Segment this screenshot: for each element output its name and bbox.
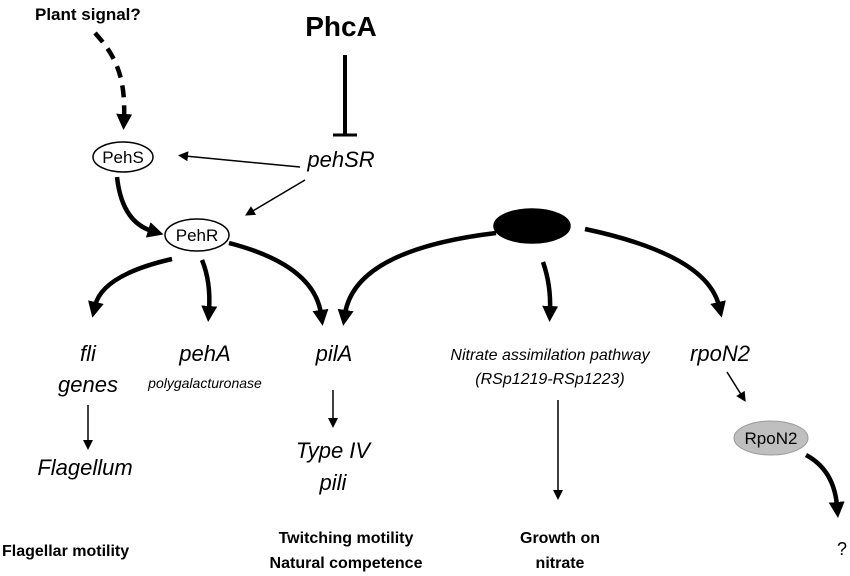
pili-label: pili — [319, 470, 348, 495]
rpon2-ellipse — [733, 420, 809, 456]
fli-genes-label-line2: genes — [58, 372, 118, 397]
rpon1-to-pila-arrow — [337, 230, 497, 326]
pehr-to-peha-arrow — [199, 259, 218, 322]
pehr-node: PehR — [164, 218, 230, 252]
growth-on-label: Growth on — [520, 530, 600, 547]
rpon2-to-unknown-arrow — [804, 453, 845, 518]
twitching-motility-label: Twitching motility — [279, 530, 414, 547]
pehr-to-fli-arrow — [88, 256, 173, 318]
natural-competence-label: Natural competence — [270, 555, 423, 572]
phca-label: PhcA — [305, 11, 377, 42]
pehsr-gene-label: pehSR — [306, 147, 374, 172]
plant-signal-to-pehs-arrow — [93, 31, 133, 130]
pehs-node: PehS — [92, 141, 154, 173]
fli-gene-label: fli — [80, 341, 97, 366]
unknown-phenotype-label: ? — [837, 539, 847, 559]
pehs-ellipse — [92, 141, 154, 173]
pehsr-to-pehr-arrow — [244, 179, 306, 216]
flagellum-label: Flagellum — [37, 455, 132, 480]
pehr-ellipse — [164, 218, 230, 252]
pila-gene-label: pilA — [315, 341, 353, 366]
rpon1-ellipse — [493, 208, 571, 244]
peha-gene-label: pehA — [178, 341, 230, 366]
type-iv-label: Type IV — [296, 438, 373, 463]
rpon1-to-rpon2-gene-arrow — [584, 226, 726, 318]
rpon2-gene-to-protein-arrow — [726, 371, 746, 402]
rpon2-gene-label: rpoN2 — [690, 341, 750, 366]
rpon1-to-nitrate-arrow — [540, 261, 559, 322]
pehr-label: PehR — [176, 226, 219, 245]
nitrate-phenotype-label: nitrate — [536, 555, 585, 572]
nitrate-pathway-label: Nitrate assimilation pathway — [450, 347, 650, 364]
nitrate-pathway-genes-label: (RSp1219-RSp1223) — [475, 371, 624, 388]
plant-signal-label: Plant signal? — [35, 5, 141, 24]
rpon1-label: RpoN1 — [506, 217, 559, 236]
flagellar-motility-label: Flagellar motility — [2, 543, 129, 560]
pehs-to-pehr-arrow — [114, 176, 164, 238]
rpon2-node: RpoN2 — [733, 420, 809, 456]
rpon2-label: RpoN2 — [745, 429, 798, 448]
pehr-to-pila-arrow — [228, 240, 329, 326]
rpon1-node: RpoN1 — [493, 208, 571, 244]
pehsr-to-pehs-arrow — [178, 151, 301, 168]
peha-description: polygalacturonase — [147, 375, 262, 391]
pehs-label: PehS — [102, 148, 144, 167]
